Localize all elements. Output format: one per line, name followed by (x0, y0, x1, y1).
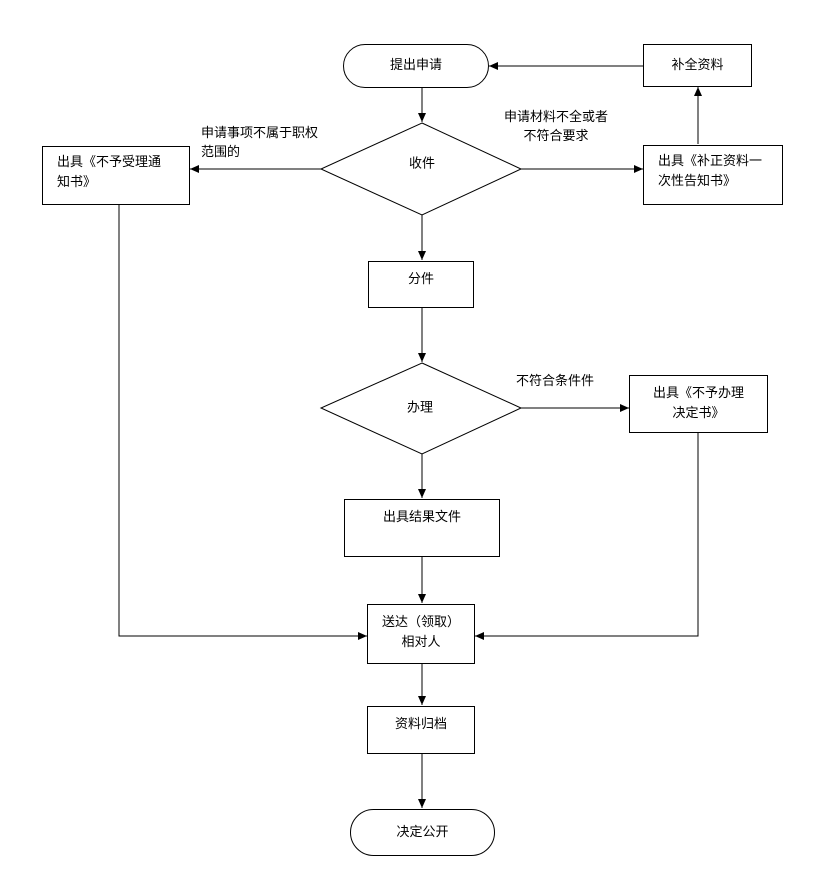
node-submit-label: 提出申请 (389, 58, 442, 73)
arrow-not-accept-to-deliver (118, 205, 367, 640)
node-not-process-decision: 出具《不予办理 决定书》 (629, 375, 768, 433)
node-supplement-label: 补全资料 (671, 57, 724, 73)
arrow-not-process-to-deliver (475, 432, 699, 640)
node-deliver-label: 送达（领取） 相对人 (381, 615, 460, 650)
node-assign-label: 分件 (407, 272, 434, 287)
edge-label-out-of-scope: 申请事项不属于职权 范围的 (201, 126, 319, 160)
node-publish-label: 决定公开 (396, 824, 449, 840)
node-archive-label: 资料归档 (394, 717, 447, 732)
node-not-accept-notice-label: 出具《不予受理通 知书》 (57, 155, 162, 190)
edge-label-incomplete: 申请材料不全或者 不符合要求 (504, 110, 609, 144)
edge-label-not-qualified: 不符合条件件 (516, 374, 595, 389)
node-publish: 决定公开 (350, 809, 495, 856)
decision-receive-shape (319, 122, 523, 216)
node-not-process-decision-label: 出具《不予办理 决定书》 (652, 386, 744, 421)
node-supplement: 补全资料 (643, 44, 752, 87)
node-submit: 提出申请 (343, 44, 489, 88)
node-issue-result: 出具结果文件 (344, 499, 500, 557)
node-not-accept-notice: 出具《不予受理通 知书》 (42, 146, 190, 205)
decision-receive-label: 收件 (408, 156, 436, 172)
node-issue-result-label: 出具结果文件 (382, 510, 461, 525)
node-correction-notice: 出具《补正资料一 次性告知书》 (643, 145, 783, 205)
node-assign: 分件 (368, 261, 474, 308)
node-deliver: 送达（领取） 相对人 (367, 604, 475, 664)
node-correction-notice-label: 出具《补正资料一 次性告知书》 (658, 154, 763, 189)
node-archive: 资料归档 (367, 706, 475, 754)
decision-process-shape (319, 362, 523, 455)
decision-process-label: 办理 (406, 400, 434, 416)
